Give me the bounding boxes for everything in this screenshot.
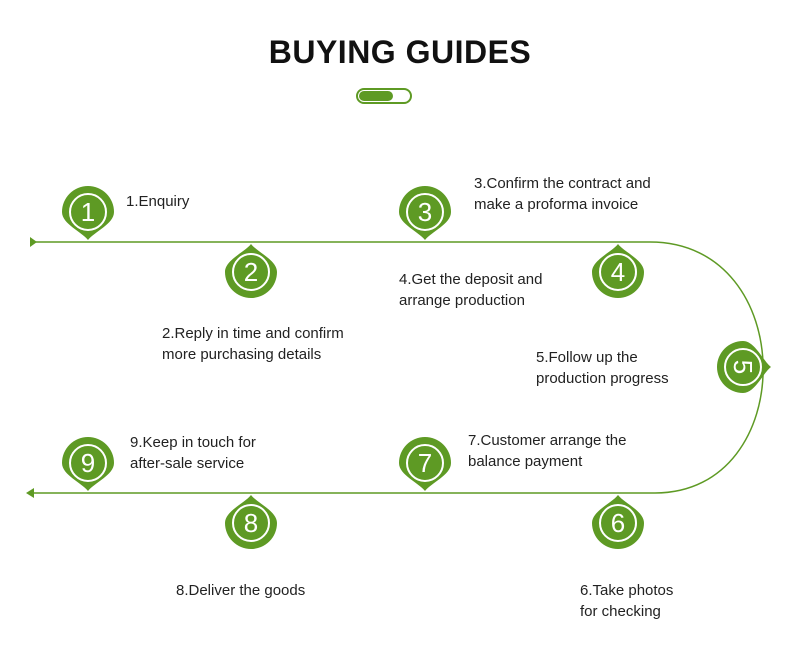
step-9-number: 9 xyxy=(81,448,95,478)
step-5-line1: 5.Follow up the xyxy=(536,349,638,366)
step-7-label: 7.Customer arrange the balance payment xyxy=(468,430,626,472)
end-arrow-icon xyxy=(26,488,34,498)
start-arrow-icon xyxy=(30,237,37,247)
step-4-marker: 4 xyxy=(592,244,644,298)
step-3-marker: 3 xyxy=(399,186,451,240)
title-divider xyxy=(356,88,412,104)
step-6-line1: 6.Take photos xyxy=(580,582,674,599)
step-8-number: 8 xyxy=(244,508,258,538)
step-6-marker: 6 xyxy=(592,495,644,549)
pin-inner-ring xyxy=(406,444,444,482)
title-divider-fill xyxy=(359,91,393,101)
pin-inner-ring xyxy=(406,193,444,231)
step-8-label: 8.Deliver the goods xyxy=(176,580,305,601)
step-5-label: 5.Follow up the production progress xyxy=(536,347,669,389)
step-5-number: 5 xyxy=(728,360,758,374)
pin-inner-ring xyxy=(599,504,637,542)
step-7-number: 7 xyxy=(418,448,432,478)
step-5-marker: 5 xyxy=(717,341,771,393)
step-4-line2: arrange production xyxy=(399,292,525,309)
step-2-number: 2 xyxy=(244,257,258,287)
step-4-number: 4 xyxy=(611,257,625,287)
step-5-line2: production progress xyxy=(536,370,669,387)
step-1-line1: 1.Enquiry xyxy=(126,193,190,210)
page-title: BUYING GUIDES xyxy=(268,34,532,70)
step-9-line2: after-sale service xyxy=(130,455,245,472)
pin-inner-ring xyxy=(599,253,637,291)
step-3-number: 3 xyxy=(418,197,432,227)
step-1-marker: 1 xyxy=(62,186,114,240)
step-3-line2: make a proforma invoice xyxy=(474,196,639,213)
step-3-line1: 3.Confirm the contract and xyxy=(474,175,651,192)
pin-inner-ring xyxy=(724,348,762,386)
step-2-marker: 2 xyxy=(225,244,277,298)
step-1-label: 1.Enquiry xyxy=(126,191,189,212)
step-8-marker: 8 xyxy=(225,495,277,549)
step-4-label: 4.Get the deposit and arrange production xyxy=(399,269,542,311)
step-3-label: 3.Confirm the contract and make a profor… xyxy=(474,173,651,215)
step-6-number: 6 xyxy=(611,508,625,538)
step-4-line1: 4.Get the deposit and xyxy=(399,271,543,288)
step-7-line1: 7.Customer arrange the xyxy=(468,432,627,449)
step-2-line1: 2.Reply in time and confirm xyxy=(162,325,344,342)
pin-inner-ring xyxy=(232,504,270,542)
step-9-marker: 9 xyxy=(62,437,114,491)
step-6-label: 6.Take photos for checking xyxy=(580,580,673,622)
step-8-line1: 8.Deliver the goods xyxy=(176,582,306,599)
step-1-number: 1 xyxy=(81,197,95,227)
step-2-label: 2.Reply in time and confirm more purchas… xyxy=(162,323,344,365)
step-2-line2: more purchasing details xyxy=(162,346,322,363)
pin-inner-ring xyxy=(232,253,270,291)
step-9-label: 9.Keep in touch for after-sale service xyxy=(130,432,256,474)
pin-inner-ring xyxy=(69,444,107,482)
pin-inner-ring xyxy=(69,193,107,231)
step-9-line1: 9.Keep in touch for xyxy=(130,434,256,451)
step-6-line2: for checking xyxy=(580,603,661,620)
step-7-marker: 7 xyxy=(399,437,451,491)
step-7-line2: balance payment xyxy=(468,453,583,470)
